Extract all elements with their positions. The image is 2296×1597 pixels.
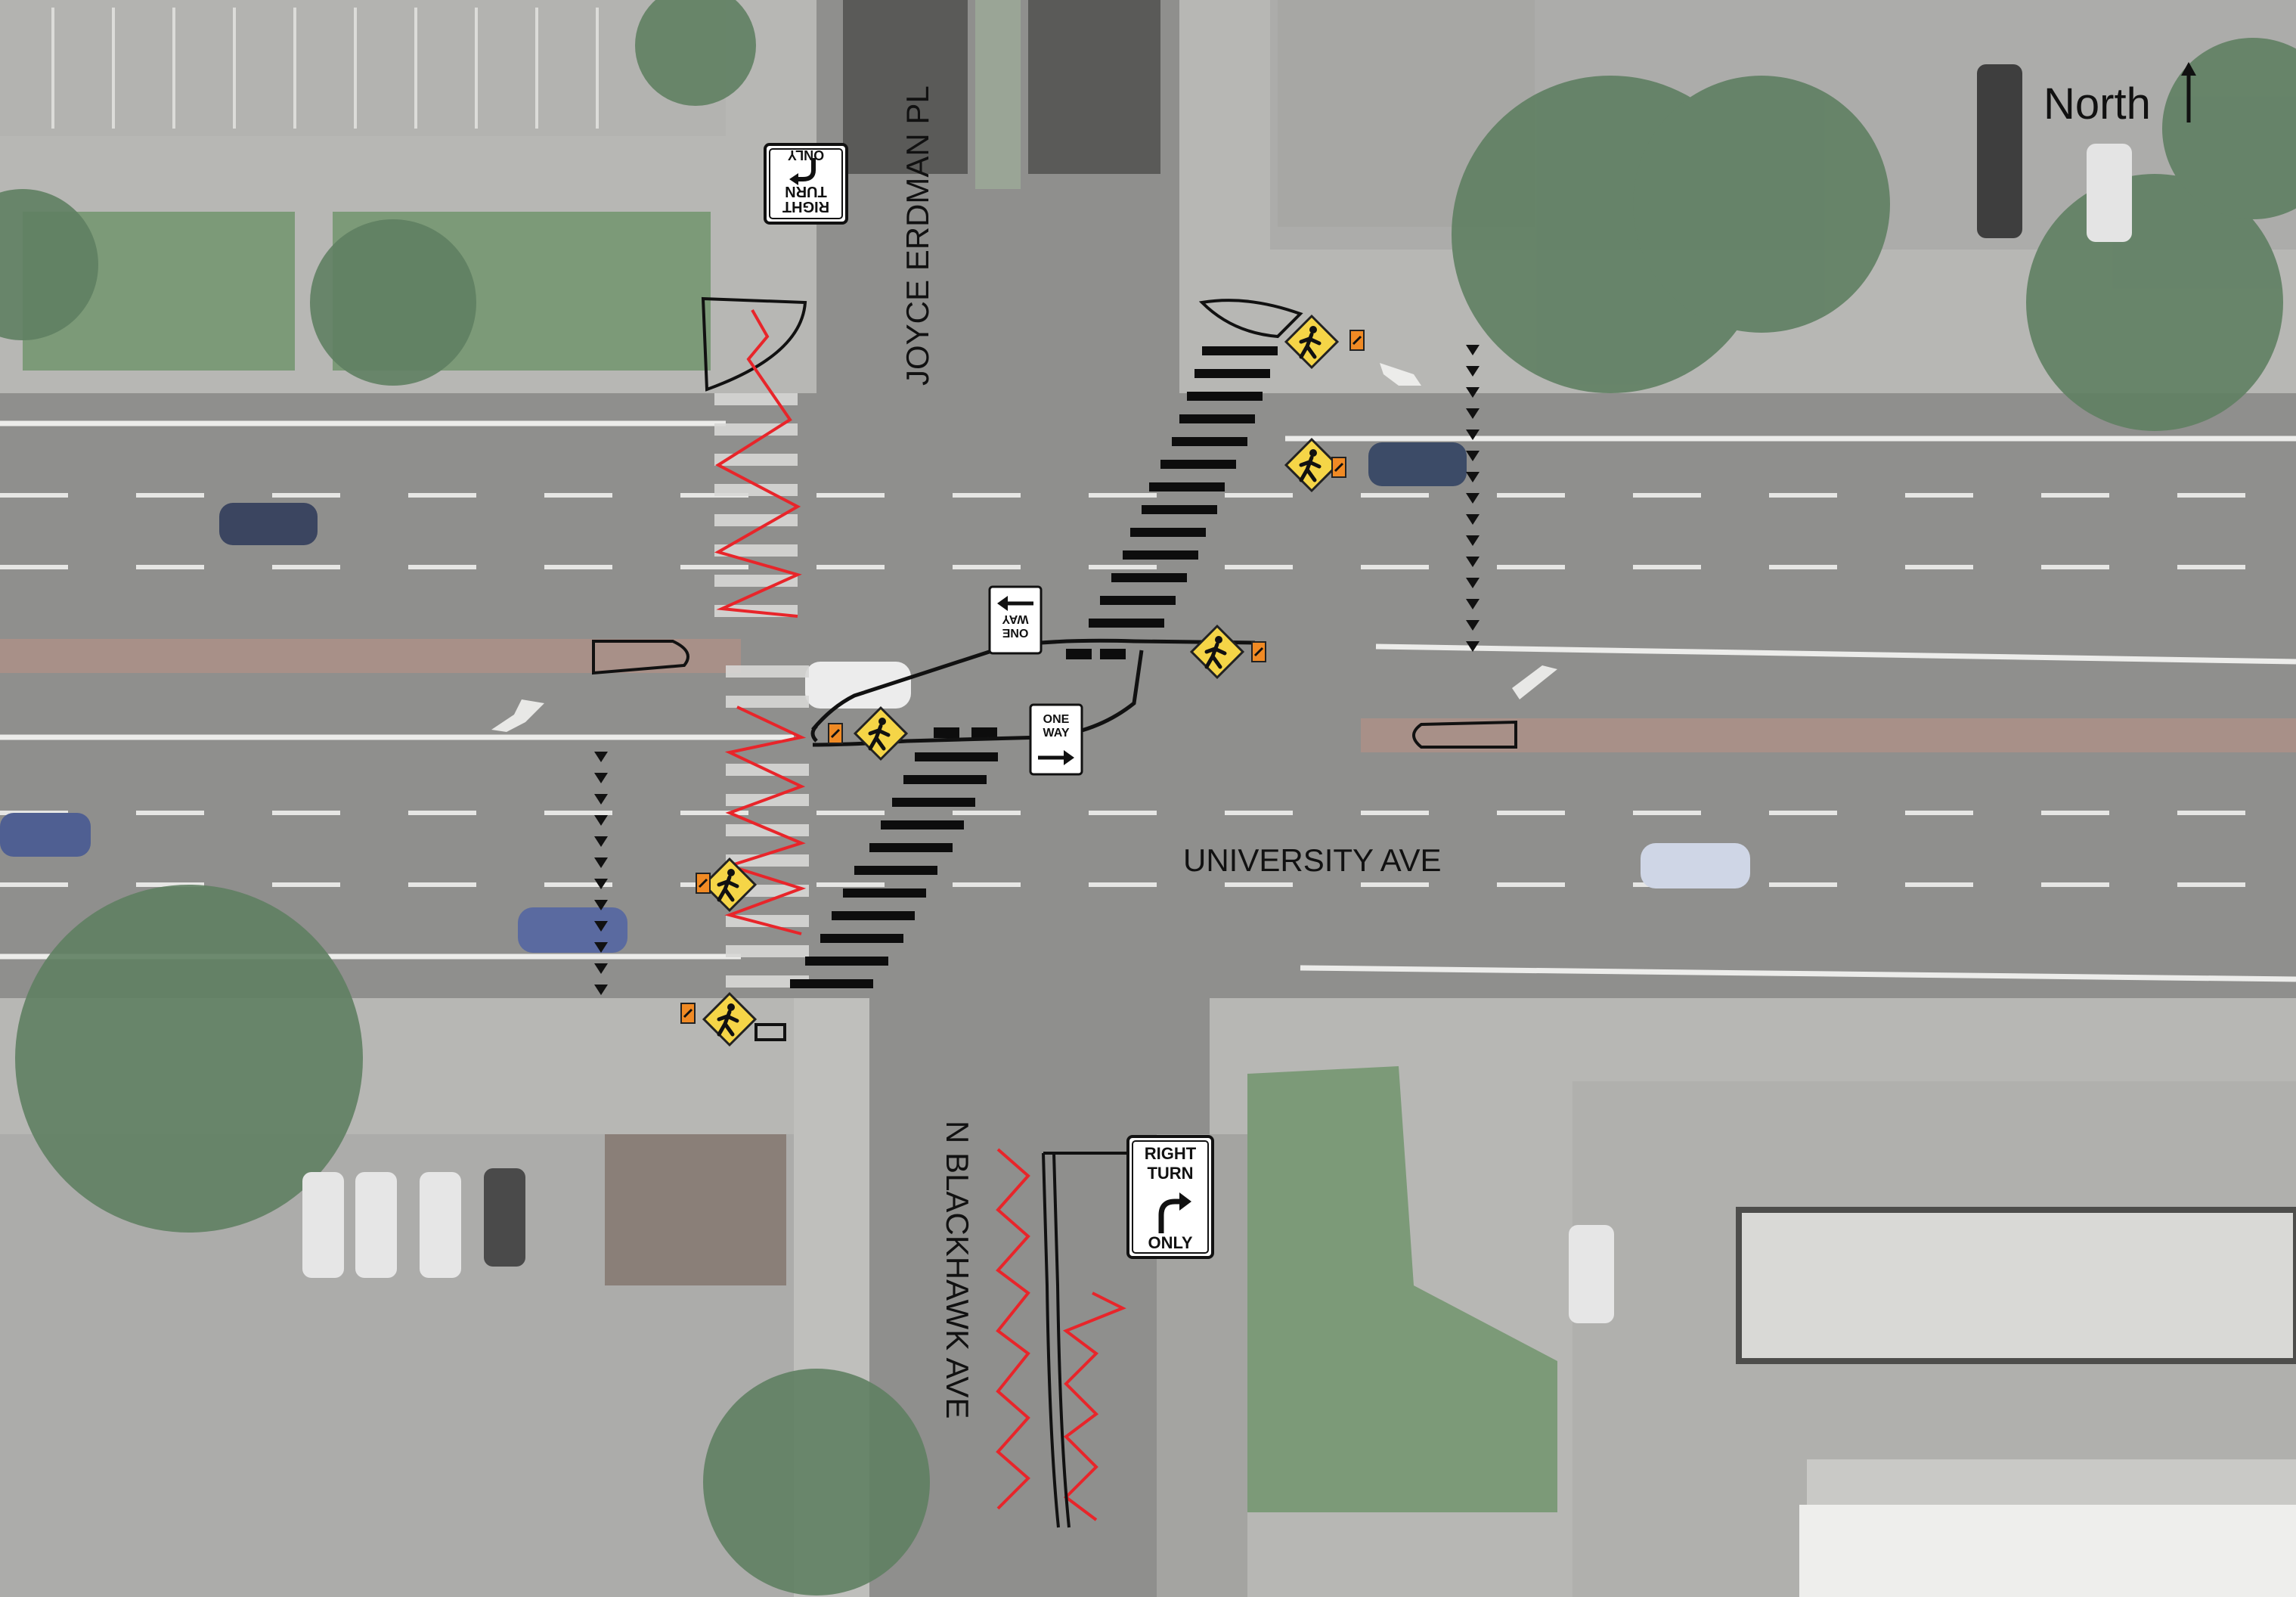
- curb-extensions: [592, 296, 1517, 1041]
- one-way-sign-upper: ONE WAY: [988, 585, 1043, 655]
- rrfb-beacon: [1250, 640, 1267, 663]
- roof-se-white: [1799, 1505, 2296, 1597]
- pavement-arrows: [491, 363, 1557, 732]
- right-turn-arrow-icon: [797, 158, 816, 181]
- median-north-leg: [975, 0, 1021, 189]
- dark-lot-sw: [605, 1134, 786, 1285]
- road-university-ave: [0, 393, 2296, 998]
- dark-lot-north-2: [1028, 0, 1160, 174]
- zigzag-markings: [714, 309, 1126, 1521]
- lane-markings: [0, 493, 2296, 887]
- rrfb-beacon: [695, 872, 711, 895]
- rrfb-beacon: [1349, 329, 1365, 352]
- north-label: North: [2043, 79, 2151, 129]
- right-turn-arrow-icon: [1158, 1199, 1181, 1233]
- grass-se: [1247, 1066, 1557, 1512]
- median-west: [0, 639, 741, 673]
- sign-text-line2: WAY: [1002, 612, 1028, 625]
- north-arrow: North: [2043, 62, 2196, 129]
- sign-text-line2: WAY: [1043, 727, 1070, 740]
- parking-lot-nw: [0, 0, 726, 136]
- sign-text-line1: ONE: [1002, 626, 1028, 639]
- one-way-sign-lower: ONE WAY: [1029, 703, 1083, 776]
- sign-text-line1: RIGHT: [782, 198, 829, 215]
- street-label-n-blackhawk-ave: N BLACKHAWK AVE: [940, 1121, 975, 1419]
- sign-text-line3: ONLY: [788, 147, 824, 163]
- street-label-university-ave: UNIVERSITY AVE: [1183, 842, 1442, 878]
- vehicles: [0, 64, 2132, 1323]
- proposed-crosswalk-upper: [1066, 346, 1278, 659]
- rrfb-beacon: [1331, 456, 1347, 479]
- street-label-joyce-erdman-pl: JOYCE ERDMAN PL: [900, 85, 935, 386]
- sign-text-line1: ONE: [1043, 713, 1070, 726]
- south-leg-lane-line: [1042, 1152, 1134, 1528]
- dark-lot-north: [843, 0, 968, 174]
- proposed-crosswalk-lower: [790, 727, 998, 988]
- parking-stripes-nw: [51, 8, 599, 129]
- sign-text-line3: ONLY: [1148, 1233, 1192, 1252]
- right-turn-only-sign-south: RIGHT TURN ONLY: [1126, 1135, 1214, 1259]
- canopy-se: [1736, 1207, 2296, 1364]
- sign-text-line1: RIGHT: [1145, 1144, 1197, 1163]
- right-turn-only-sign-north: RIGHT TURN ONLY: [764, 143, 848, 225]
- rrfb-beacon: [827, 722, 844, 745]
- rrfb-beacon: [680, 1002, 696, 1025]
- sign-text-line2: TURN: [1147, 1164, 1193, 1183]
- sign-text-line2: TURN: [785, 183, 827, 200]
